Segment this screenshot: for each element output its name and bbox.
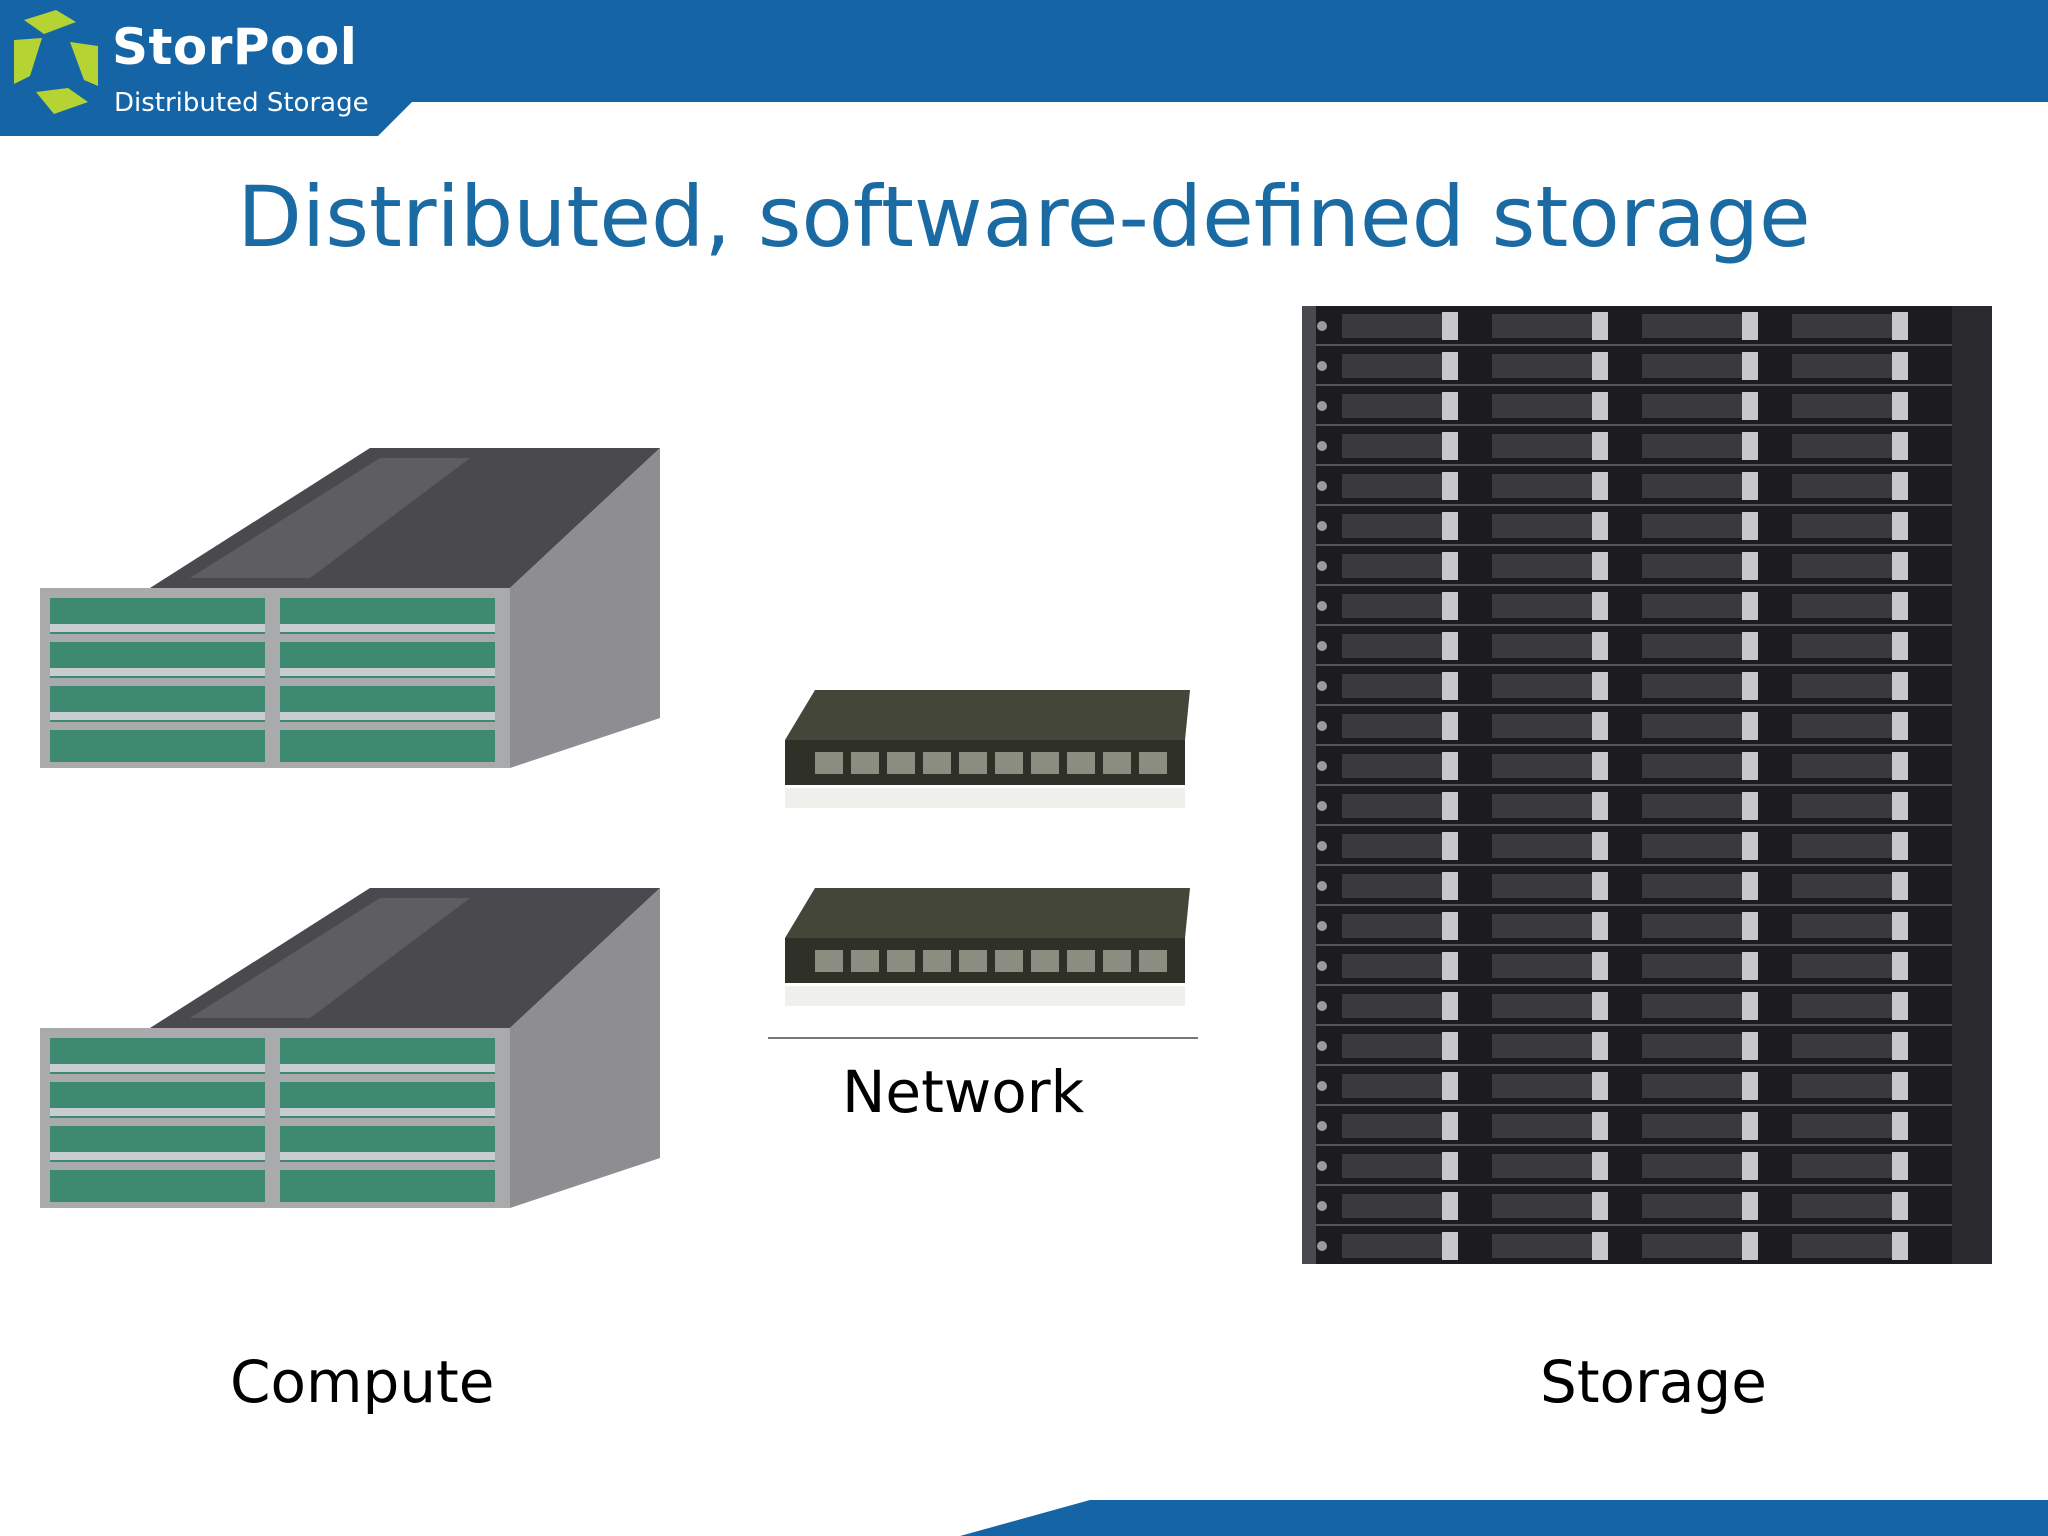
brand-tagline: Distributed Storage [114,88,369,118]
storpool-logo-icon [14,10,98,114]
storage-label: Storage [1540,1348,1767,1416]
header-band [0,0,2048,136]
slide-title: Distributed, software-defined storage [237,168,1811,266]
storage-rack-image [1302,306,1992,1264]
network-divider [768,1037,1198,1039]
compute-server-image [40,448,660,768]
brand-name: StorPool [112,18,358,76]
network-label: Network [842,1058,1085,1126]
compute-label: Compute [230,1348,495,1416]
footer-band [960,1500,2048,1536]
network-switch-image [785,888,1190,1006]
network-switch-image [785,690,1190,808]
compute-server-image [40,888,660,1208]
